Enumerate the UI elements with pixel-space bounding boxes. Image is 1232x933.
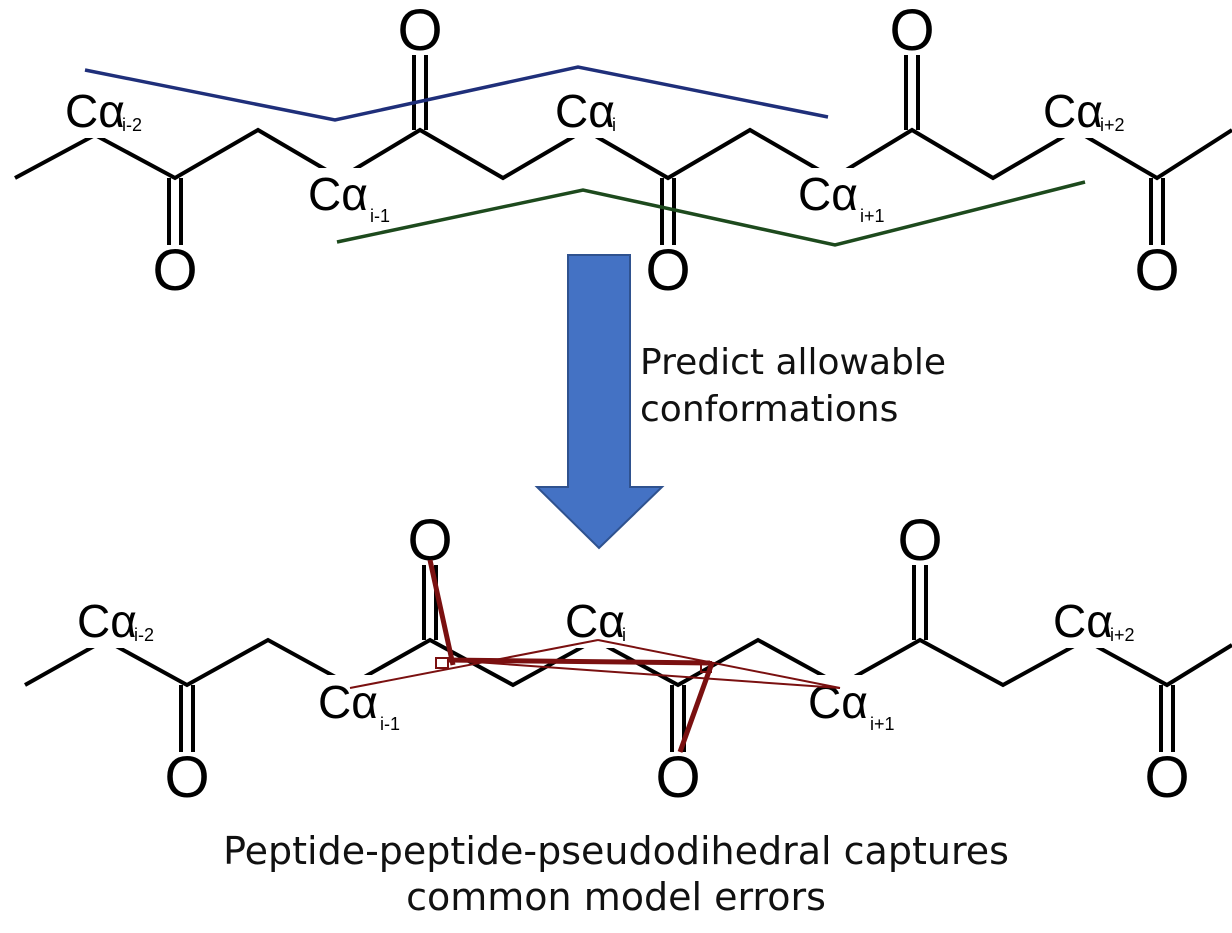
- top-calpha-im1: Cα: [308, 168, 368, 220]
- bottom-calpha-i-sub: i: [622, 625, 626, 645]
- top-calpha-ip2: Cα: [1043, 85, 1103, 137]
- top-calpha-ip1-sub: i+1: [860, 206, 885, 226]
- top-calpha-ip1: Cα: [798, 168, 858, 220]
- top-carbonyl-up-1: [412, 55, 428, 130]
- bottom-carbonyl-down-1: [179, 685, 195, 752]
- upper-pseudodihedral-line: [84, 65, 829, 122]
- arrow-label-line-2: conformations: [640, 388, 899, 430]
- top-carbonyl-up-2: [904, 55, 920, 130]
- lower-pseudodihedral-line: [336, 180, 1086, 247]
- bottom-calpha-ip2: Cα: [1053, 595, 1113, 647]
- right-angle-marker-1: [435, 657, 449, 669]
- top-calpha-ip2-sub: i+2: [1100, 115, 1125, 135]
- caption-line-1: Peptide-peptide-pseudodihedral captures: [223, 829, 1009, 873]
- caption: Peptide-peptide-pseudodihedral captures …: [0, 828, 1232, 921]
- thick-line-oxygen-bottom: [677, 662, 715, 753]
- bottom-carbonyl-down-3: [1159, 685, 1175, 752]
- top-carbonyl-down-2: [660, 178, 676, 245]
- arrow-label: Predict allowable conformations: [640, 340, 946, 434]
- top-calpha-i: Cα: [555, 85, 615, 137]
- bottom-oxygen-3: O: [164, 745, 209, 810]
- top-calpha-im2-sub: i-2: [122, 115, 142, 135]
- thin-line-peptide1-to-calpha-ip1: [446, 659, 841, 689]
- top-backbone: O O O O O Cα i-2 Cα i-1 Cα i Cα i+1 Cα i…: [14, 0, 1232, 303]
- top-carbonyl-down-3: [1149, 178, 1165, 245]
- prediction-arrow: [534, 254, 665, 550]
- bottom-calpha-ip1-sub: i+1: [870, 714, 895, 734]
- right-angle-marker-2: [700, 661, 712, 673]
- bottom-carbonyl-up-2: [912, 565, 928, 640]
- top-calpha-im1-sub: i-1: [370, 206, 390, 226]
- bottom-oxygen-2: O: [897, 508, 942, 573]
- pseudodihedral-error-lines: [349, 559, 841, 753]
- bottom-calpha-ip2-sub: i+2: [1110, 625, 1135, 645]
- caption-line-2: common model errors: [406, 875, 826, 920]
- top-calpha-i-sub: i: [612, 115, 616, 135]
- bottom-backbone: O O O O O Cα i-2 Cα i-1 Cα i Cα i+1 Cα i…: [24, 508, 1232, 810]
- top-oxygen-3: O: [152, 238, 197, 303]
- arrow-label-line-1: Predict allowable: [640, 342, 947, 383]
- top-oxygen-5: O: [1134, 238, 1179, 303]
- bottom-oxygen-4: O: [655, 745, 700, 810]
- top-oxygen-2: O: [889, 0, 934, 63]
- top-oxygen-1: O: [397, 0, 442, 63]
- thick-line-oxygen-top: [427, 559, 456, 666]
- thin-line-calpha-im1-to-calpha-i: [349, 639, 599, 689]
- bottom-calpha-im2: Cα: [77, 595, 137, 647]
- bottom-calpha-ip1: Cα: [808, 676, 868, 728]
- top-oxygen-4: O: [645, 238, 690, 303]
- top-backbone-chain: [14, 127, 1232, 181]
- top-calpha-im2: Cα: [65, 85, 125, 137]
- bottom-oxygen-5: O: [1144, 745, 1189, 810]
- bottom-calpha-im1-sub: i-1: [380, 714, 400, 734]
- top-carbonyl-down-1: [167, 178, 183, 245]
- bottom-calpha-i: Cα: [565, 595, 625, 647]
- bottom-calpha-im2-sub: i-2: [134, 625, 154, 645]
- thin-line-calpha-i-to-calpha-ip1: [597, 639, 841, 689]
- thick-line-peptide-center-link: [446, 657, 711, 666]
